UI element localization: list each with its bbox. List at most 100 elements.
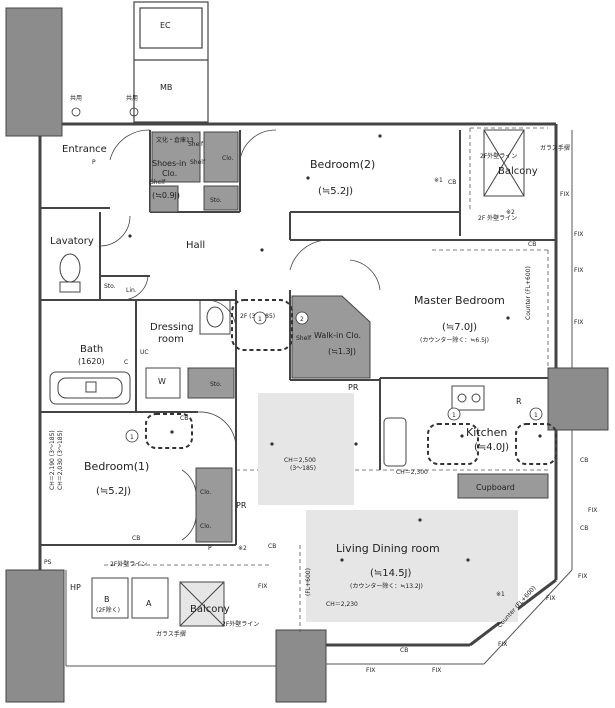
- master-counter-label: (カウンター除く：≒6.5J): [420, 336, 489, 344]
- door-swings: [99, 129, 381, 541]
- fix-label-6: FIX: [578, 573, 587, 580]
- column-right: [547, 367, 609, 431]
- common-left-label: 共用: [70, 94, 82, 102]
- cb-label-5: CB: [400, 647, 408, 654]
- bedroom1-label: Bedroom(1): [84, 460, 149, 473]
- sto-label-a: Sto.: [210, 197, 222, 204]
- balcony-top-label: Balcony: [498, 166, 538, 177]
- bedroom2-area: (≒5.2J): [318, 186, 353, 197]
- interior-walls: [40, 130, 556, 546]
- kitchen-area-label: (≒4.0J): [474, 442, 509, 453]
- fix-label-8: FIX: [498, 641, 507, 648]
- ps-label: PS: [44, 559, 52, 566]
- bedroom2-label: Bedroom(2): [310, 158, 375, 171]
- b-sub-label: (2F除く): [96, 606, 120, 614]
- shaft-area: [133, 1, 209, 123]
- cupboard-label: Cupboard: [476, 483, 515, 492]
- sto-mid-label: Sto.: [210, 381, 222, 388]
- dressing-room-label-2: room: [158, 334, 184, 345]
- loop-num-5: 1: [258, 316, 262, 323]
- fix-label-4: FIX: [574, 319, 583, 326]
- living-counter-label: (カウンター除く：≒13.2J): [350, 582, 423, 590]
- b-label: B: [104, 595, 110, 604]
- counter-top-label: Counter (FL+600): [525, 266, 532, 320]
- fix-label-5: FIX: [588, 507, 597, 514]
- p-label-1: P: [92, 159, 96, 166]
- clo-label-a: Clo.: [222, 155, 233, 162]
- w-label: W: [158, 377, 166, 386]
- cb-label-8: CB: [180, 415, 188, 422]
- p-label-2: P: [208, 545, 212, 552]
- ch-bed-left-label: CH＝2,190 (3～185): [49, 430, 56, 490]
- c-label: C: [124, 359, 128, 366]
- note2-label: ※2: [506, 209, 515, 216]
- master-area-label: (≒7.0J): [442, 322, 477, 333]
- outer-wall-line-top2: 2F 外壁ライン: [478, 214, 517, 222]
- note1-label: ※1: [434, 177, 443, 184]
- fix-label-2: FIX: [574, 231, 583, 238]
- hp-label: HP: [70, 583, 81, 592]
- mb-label: MB: [160, 83, 172, 92]
- outer-glass: [65, 130, 573, 667]
- dashed-loops: [145, 299, 557, 465]
- bath-label: Bath: [80, 344, 103, 355]
- outer-wall-line-b2: 2F外壁ライン: [222, 620, 259, 628]
- shelf-label-c: Shelf: [150, 179, 166, 186]
- structural-columns: [5, 7, 609, 703]
- common-right-label: 共用: [126, 94, 138, 102]
- lavatory-label: Lavatory: [50, 236, 94, 247]
- fix-label-11: FIX: [258, 583, 267, 590]
- outer-wall-line-bottom: 2F外壁ライン: [110, 560, 147, 568]
- r-label: R: [516, 397, 522, 406]
- fl-living-label: (FL+600): [305, 568, 312, 596]
- storage-boxes: [149, 131, 549, 543]
- washer-box: [145, 367, 181, 399]
- shoes-in-clo-label-2: Clo.: [162, 169, 177, 178]
- loop-markers: [125, 311, 543, 443]
- ch-balcony-label: CH＝2,230: [326, 601, 358, 608]
- bathtub: [49, 371, 131, 405]
- walkin-closet-shape: [291, 295, 371, 379]
- living-area-label: (≒14.5J): [370, 568, 412, 579]
- ch-bed-left2-label: CH＝2,030 (3～185): [57, 430, 64, 490]
- balcony-bottom-label: Balcony: [190, 604, 230, 615]
- balcony-items: [91, 129, 525, 627]
- top-small-note: 文化・倉庫13: [156, 136, 194, 144]
- pr-label-mid: PR: [236, 501, 247, 510]
- basin: [199, 299, 231, 335]
- shelf-label-b: Shelf: [190, 159, 206, 166]
- ch-living-sub: (3～185): [290, 465, 316, 472]
- walkin-clo-label: Walk-in Clo.: [314, 331, 361, 340]
- column-bottom-mid: [275, 629, 327, 703]
- glass-rail-bottom: ガラス手摺: [156, 630, 186, 638]
- loop-num-3: 1: [452, 412, 456, 419]
- cb-label-4: CB: [580, 525, 588, 532]
- cb-label-1: CB: [448, 179, 456, 186]
- loop-num-1: 1: [130, 434, 134, 441]
- fix-label-10: FIX: [432, 667, 441, 674]
- column-top-left: [5, 7, 63, 137]
- a-label: A: [146, 599, 152, 608]
- master-bedroom-label: Master Bedroom: [414, 294, 505, 307]
- living-dining-label: Living Dining room: [336, 542, 440, 555]
- dressing-room-label-1: Dressing: [150, 322, 194, 333]
- note2b-label: ※2: [238, 545, 247, 552]
- pr-label-top: PR: [348, 383, 359, 392]
- outer-walls: [38, 122, 558, 647]
- shoes-area-label: (≒0.9J): [152, 191, 180, 200]
- cb-label-7: CB: [132, 535, 140, 542]
- bath-size-label: (1620): [78, 357, 105, 366]
- note1b-label: ※1: [496, 591, 505, 598]
- entrance-label: Entrance: [62, 144, 107, 155]
- fix-label-7: FIX: [546, 595, 555, 602]
- ch-living-label: CH＝2,500: [284, 457, 316, 464]
- kitchen-fixtures: [383, 385, 485, 467]
- toilet: [59, 253, 81, 293]
- column-bottom-left: [5, 569, 65, 703]
- uc-label: UC: [140, 349, 149, 356]
- sto-lav-label: Sto.: [104, 283, 116, 290]
- fix-label-1: FIX: [560, 191, 569, 198]
- hall-label: Hall: [186, 240, 205, 251]
- clo-label-c: Clo.: [200, 523, 211, 530]
